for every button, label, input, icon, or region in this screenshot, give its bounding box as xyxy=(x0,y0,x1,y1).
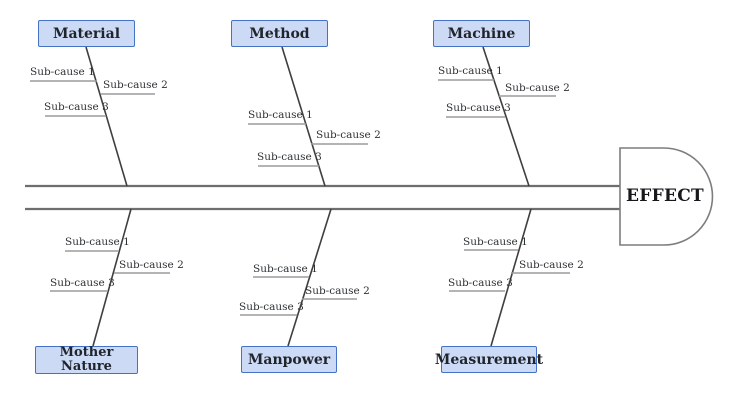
category-label-machine: Machine xyxy=(447,25,516,42)
sub-cause-label-measurement-2: Sub-cause 2 xyxy=(519,259,584,271)
category-label-material: Material xyxy=(52,25,121,42)
category-label-mother-nature: Mother Nature xyxy=(59,344,114,374)
sub-cause-label-mother-nature-2: Sub-cause 2 xyxy=(119,259,184,271)
sub-cause-label-mother-nature-3: Sub-cause 3 xyxy=(50,277,115,289)
sub-cause-label-material-2: Sub-cause 2 xyxy=(103,79,168,91)
bone-machine xyxy=(482,46,530,187)
sub-cause-label-machine-3: Sub-cause 3 xyxy=(446,102,511,114)
sub-cause-label-material-1: Sub-cause 1 xyxy=(30,66,95,78)
sub-cause-label-method-2: Sub-cause 2 xyxy=(316,129,381,141)
category-box-measurement: Measurement xyxy=(435,346,543,373)
bone-manpower xyxy=(287,208,332,347)
sub-cause-label-machine-1: Sub-cause 1 xyxy=(438,65,503,77)
category-box-material: Material xyxy=(38,20,135,47)
bone-measurement xyxy=(490,208,532,347)
effect-node-shape xyxy=(619,147,714,246)
bone-method xyxy=(281,46,326,187)
category-box-machine: Machine xyxy=(433,20,530,47)
sub-cause-label-material-3: Sub-cause 3 xyxy=(44,101,109,113)
sub-cause-label-measurement-3: Sub-cause 3 xyxy=(448,277,513,289)
sub-cause-label-manpower-3: Sub-cause 3 xyxy=(239,301,304,313)
sub-cause-label-manpower-1: Sub-cause 1 xyxy=(253,263,318,275)
sub-cause-label-machine-2: Sub-cause 2 xyxy=(505,82,570,94)
category-box-manpower: Manpower xyxy=(241,346,337,373)
sub-cause-label-measurement-1: Sub-cause 1 xyxy=(463,236,528,248)
bone-material xyxy=(85,46,128,187)
category-box-mother-nature: Mother Nature xyxy=(35,344,138,374)
category-label-method: Method xyxy=(249,25,310,42)
bone-mother-nature xyxy=(92,208,132,347)
category-box-method: Method xyxy=(231,20,328,47)
category-label-manpower: Manpower xyxy=(247,351,331,368)
sub-cause-label-method-1: Sub-cause 1 xyxy=(248,109,313,121)
sub-cause-label-manpower-2: Sub-cause 2 xyxy=(305,285,370,297)
sub-cause-label-method-3: Sub-cause 3 xyxy=(257,151,322,163)
effect-label: EFFECT xyxy=(625,186,705,206)
category-label-measurement: Measurement xyxy=(434,351,544,368)
sub-cause-label-mother-nature-1: Sub-cause 1 xyxy=(65,236,130,248)
